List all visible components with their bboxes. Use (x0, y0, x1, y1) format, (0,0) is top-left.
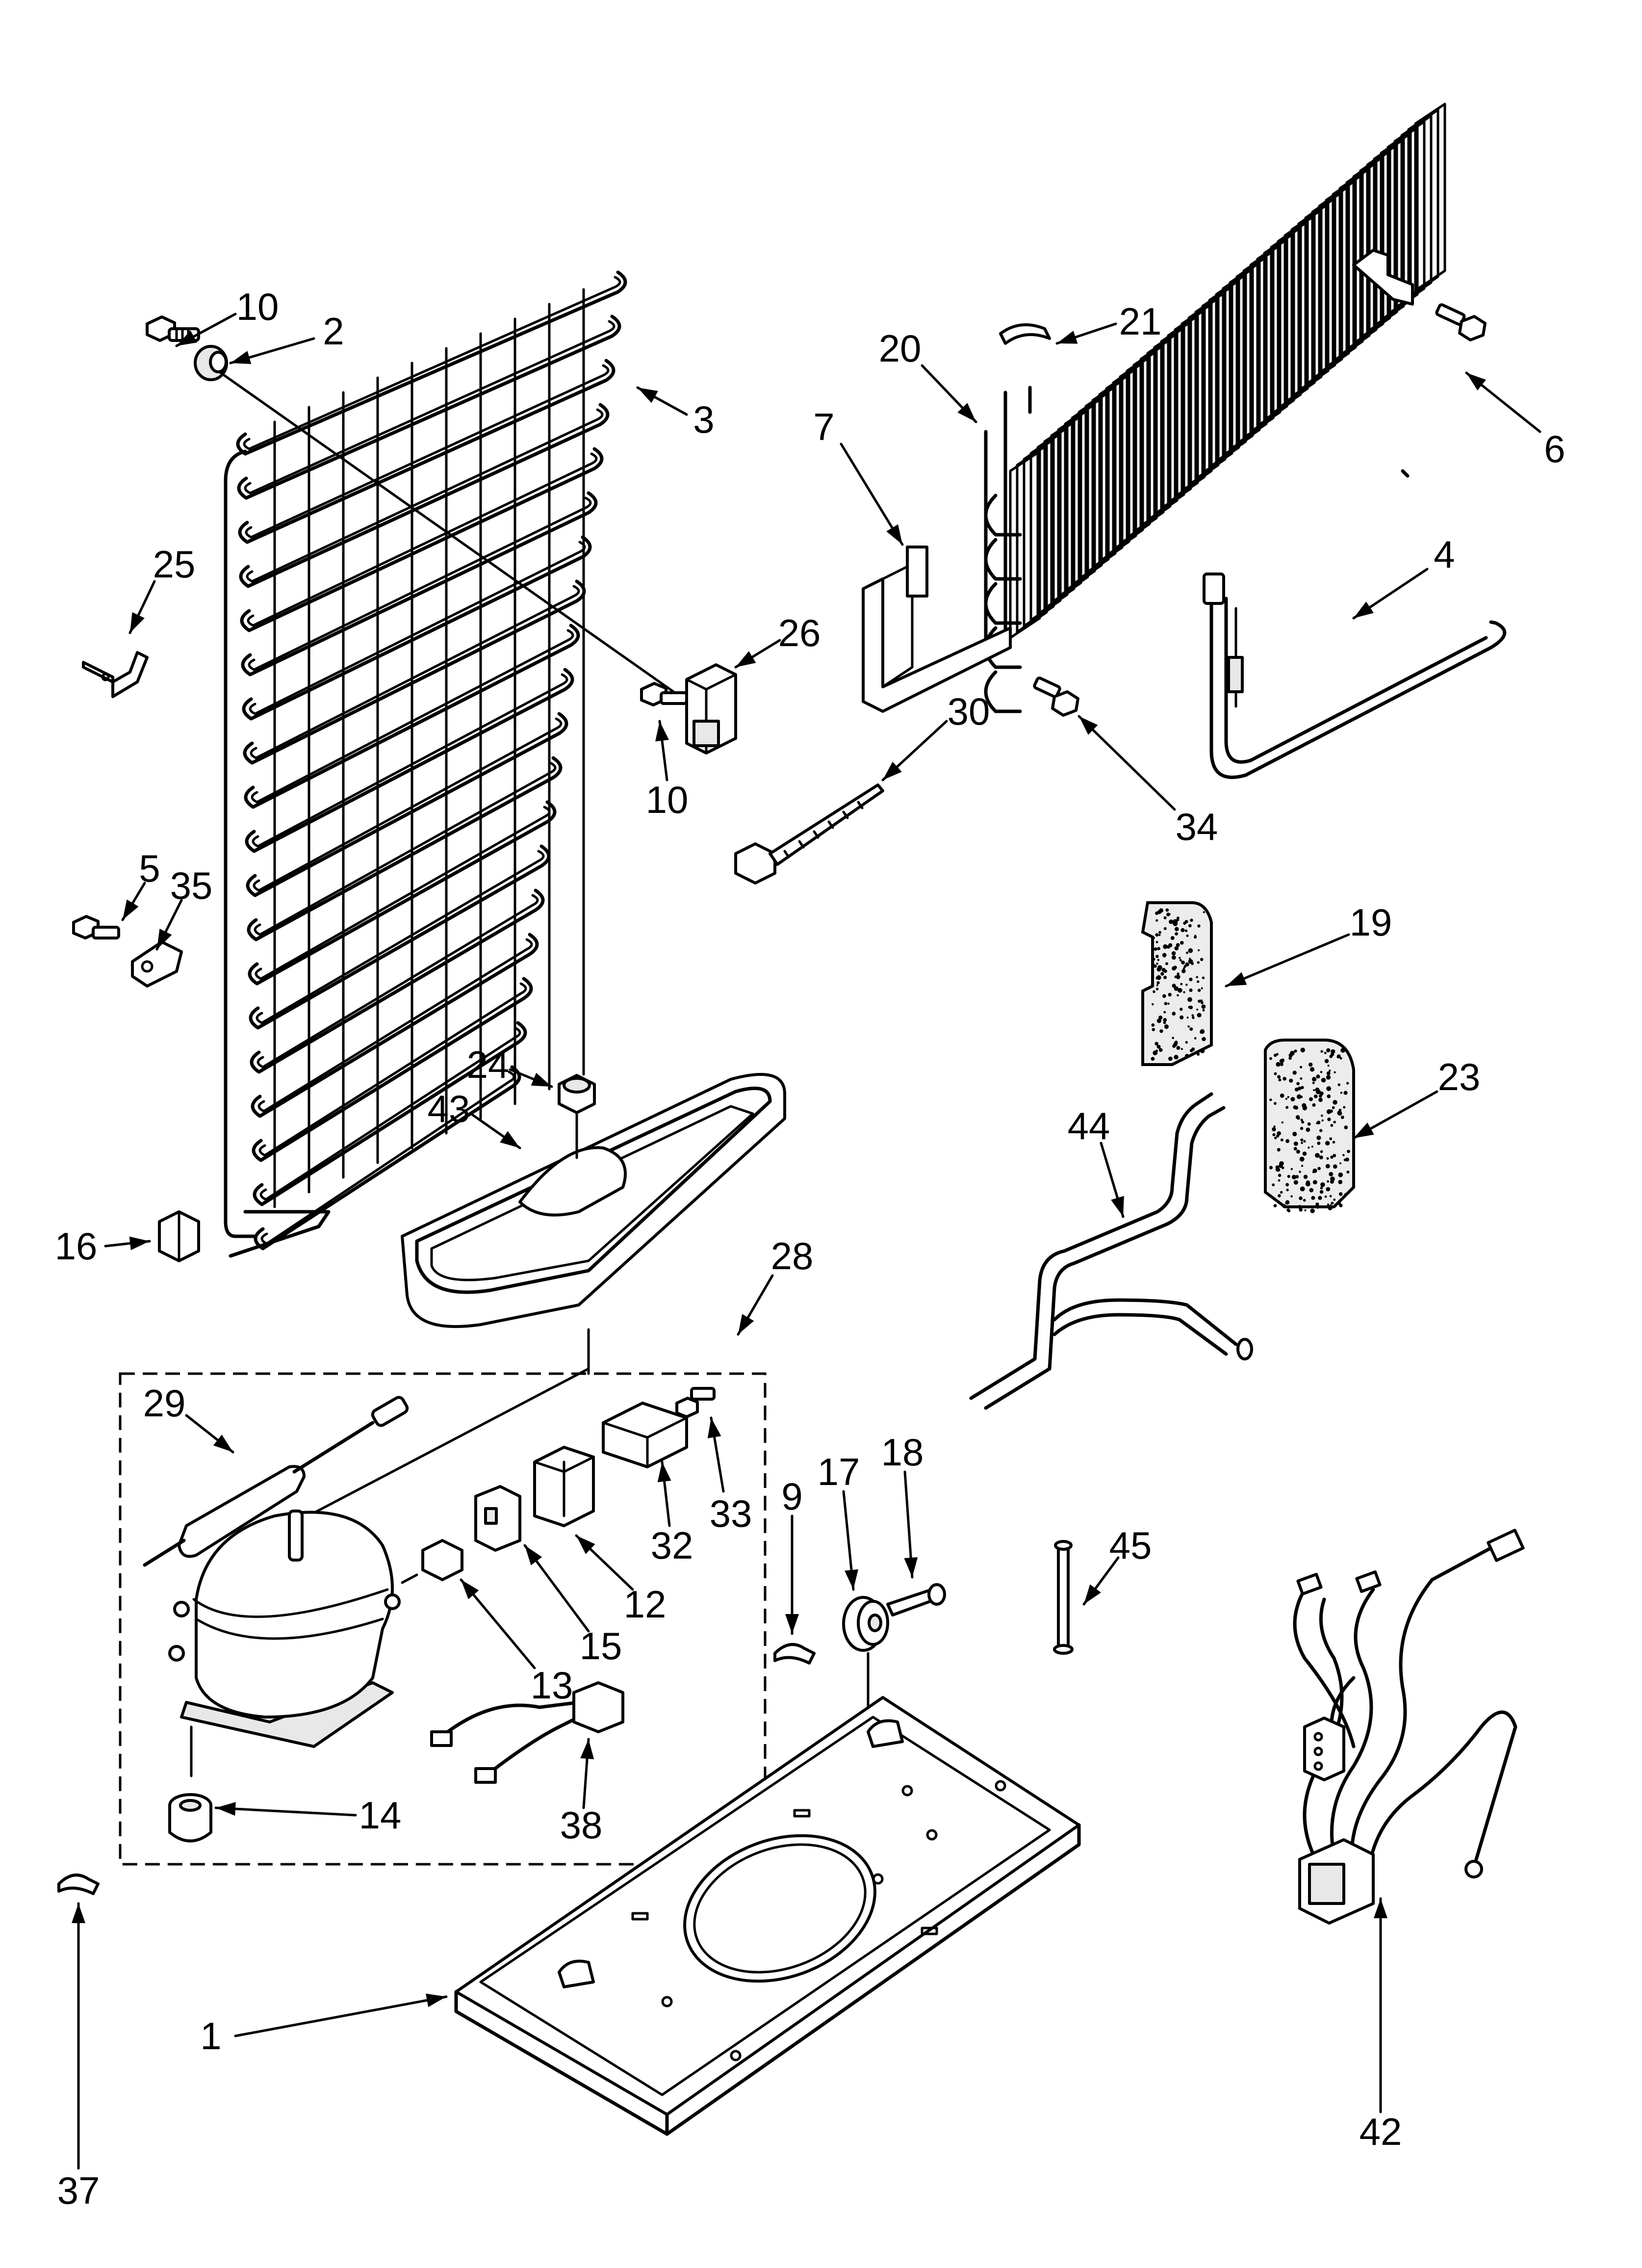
cable-tie-30 (734, 783, 884, 885)
callout-33: 33 (710, 1492, 752, 1535)
callout-30: 30 (948, 690, 990, 733)
callout-43: 43 (428, 1087, 470, 1130)
callout-14: 14 (359, 1794, 402, 1837)
clip-21 (999, 323, 1051, 345)
clip-9 (773, 1643, 816, 1665)
callout-18: 18 (881, 1431, 924, 1474)
callout-34: 34 (1176, 805, 1218, 848)
relay-15 (474, 1485, 521, 1552)
evaporator (862, 103, 1446, 713)
callout-1: 1 (200, 2014, 221, 2058)
callout-4: 4 (1434, 533, 1455, 576)
callout-10: 10 (236, 285, 279, 328)
callout-7: 7 (813, 405, 834, 448)
callout-21: 21 (1119, 300, 1162, 343)
main-harness-42 (1293, 1529, 1525, 1925)
callout-29: 29 (143, 1382, 186, 1425)
callout-9: 9 (781, 1475, 802, 1518)
dryer-29 (143, 1396, 409, 1567)
callout-19: 19 (1350, 901, 1392, 944)
axle-18 (886, 1583, 946, 1616)
grommet-2 (194, 345, 228, 381)
tube-44 (969, 1092, 1253, 1410)
callout-3: 3 (693, 398, 714, 441)
callout-15: 15 (580, 1624, 622, 1668)
capacitor-32 (602, 1402, 688, 1468)
screw-34 (1033, 677, 1079, 717)
callout-25: 25 (153, 543, 196, 586)
callout-leader-lines (72, 313, 1541, 2170)
grommet-14 (168, 1793, 212, 1843)
screw-6 (1435, 303, 1487, 341)
clip-16 (158, 1210, 200, 1262)
callout-45: 45 (1109, 1524, 1152, 1567)
callout-20: 20 (879, 327, 922, 370)
base-pan-1 (454, 1696, 1081, 2136)
clip-37 (57, 1874, 100, 1895)
drain-pan-43 (401, 1073, 786, 1375)
callout-2: 2 (323, 310, 344, 353)
pin-45 (1053, 1540, 1074, 1655)
screw-10-lower (640, 682, 688, 706)
defrost-heater-4 (1203, 573, 1507, 779)
foam-block-19 (1141, 901, 1213, 1066)
callout-16: 16 (55, 1225, 98, 1268)
wire-harness-38 (430, 1681, 624, 1784)
screw-5 (72, 915, 120, 939)
overload-13 (401, 1539, 463, 1584)
callout-17: 17 (818, 1450, 860, 1493)
callout-24: 24 (467, 1043, 510, 1086)
callout-38: 38 (560, 1803, 603, 1847)
callout-10: 10 (646, 778, 689, 821)
relay-cover-12 (533, 1446, 595, 1527)
foam-block-23 (1264, 1039, 1355, 1213)
callout-26: 26 (778, 611, 821, 654)
callout-42: 42 (1360, 2110, 1402, 2153)
condenser-coil (224, 270, 627, 1258)
callout-35: 35 (170, 864, 213, 907)
bracket-26 (685, 663, 737, 755)
callout-37: 37 (57, 2169, 100, 2212)
callout-5: 5 (139, 847, 160, 890)
compressor (168, 1510, 401, 1777)
callout-12: 12 (624, 1583, 667, 1626)
roller-17 (842, 1596, 889, 1797)
callout-23: 23 (1438, 1055, 1481, 1098)
callout-44: 44 (1068, 1104, 1110, 1147)
callout-32: 32 (651, 1524, 693, 1567)
callout-6: 6 (1544, 427, 1565, 470)
bracket-25 (82, 651, 149, 698)
callout-28: 28 (771, 1234, 814, 1277)
screw-33 (675, 1387, 716, 1418)
callout-13: 13 (531, 1664, 573, 1707)
nut-24 (558, 1074, 596, 1159)
